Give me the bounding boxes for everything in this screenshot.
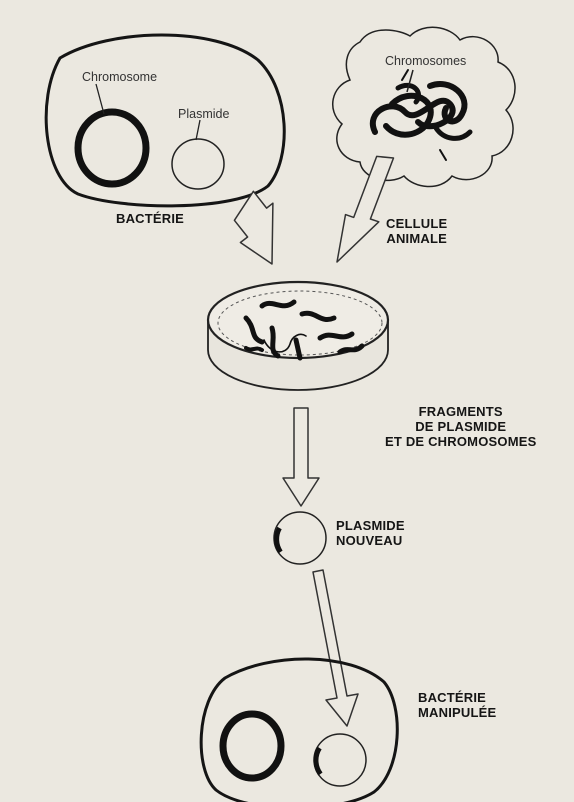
bacterium (46, 35, 284, 206)
chromosomes-label: Chromosomes (385, 54, 466, 68)
arrow-bacterium-to-dish (234, 191, 273, 264)
new-plasmid-ring (274, 512, 326, 564)
petri-dish (208, 282, 388, 390)
animal-cell-membrane (333, 27, 515, 186)
chromosome-label-pointer (96, 84, 104, 114)
manipulated-bacterium-chromosome (223, 714, 281, 778)
bacterie-manipulee-caption: BACTÉRIE MANIPULÉE (418, 690, 496, 720)
bacterie-caption: BACTÉRIE (116, 211, 184, 226)
arrow-plasmid-to-bacterium (313, 570, 358, 726)
manipulated-bacterium (201, 659, 397, 802)
animal-cell-chromosomes (373, 70, 470, 160)
new-plasmid-insert (277, 528, 281, 552)
new-plasmid (274, 512, 326, 564)
arrow-dish-to-plasmid (283, 408, 319, 506)
cellule-animale-caption: CELLULE ANIMALE (386, 216, 447, 246)
manipulated-bacterium-plasmid-insert (316, 748, 321, 774)
chromosome-label: Chromosome (82, 70, 157, 84)
bacterium-membrane (46, 35, 284, 206)
plasmide-label: Plasmide (178, 107, 229, 121)
plasmide-label-pointer (196, 120, 200, 140)
fragments-caption: FRAGMENTS DE PLASMIDE ET DE CHROMOSOMES (385, 404, 536, 449)
bacterium-chromosome (78, 112, 146, 184)
plasmide-nouveau-caption: PLASMIDE NOUVEAU (336, 518, 405, 548)
manipulated-bacterium-membrane (201, 659, 397, 802)
manipulated-bacterium-plasmid (314, 734, 366, 786)
bacterium-plasmid (172, 139, 224, 189)
animal-cell (333, 27, 515, 186)
